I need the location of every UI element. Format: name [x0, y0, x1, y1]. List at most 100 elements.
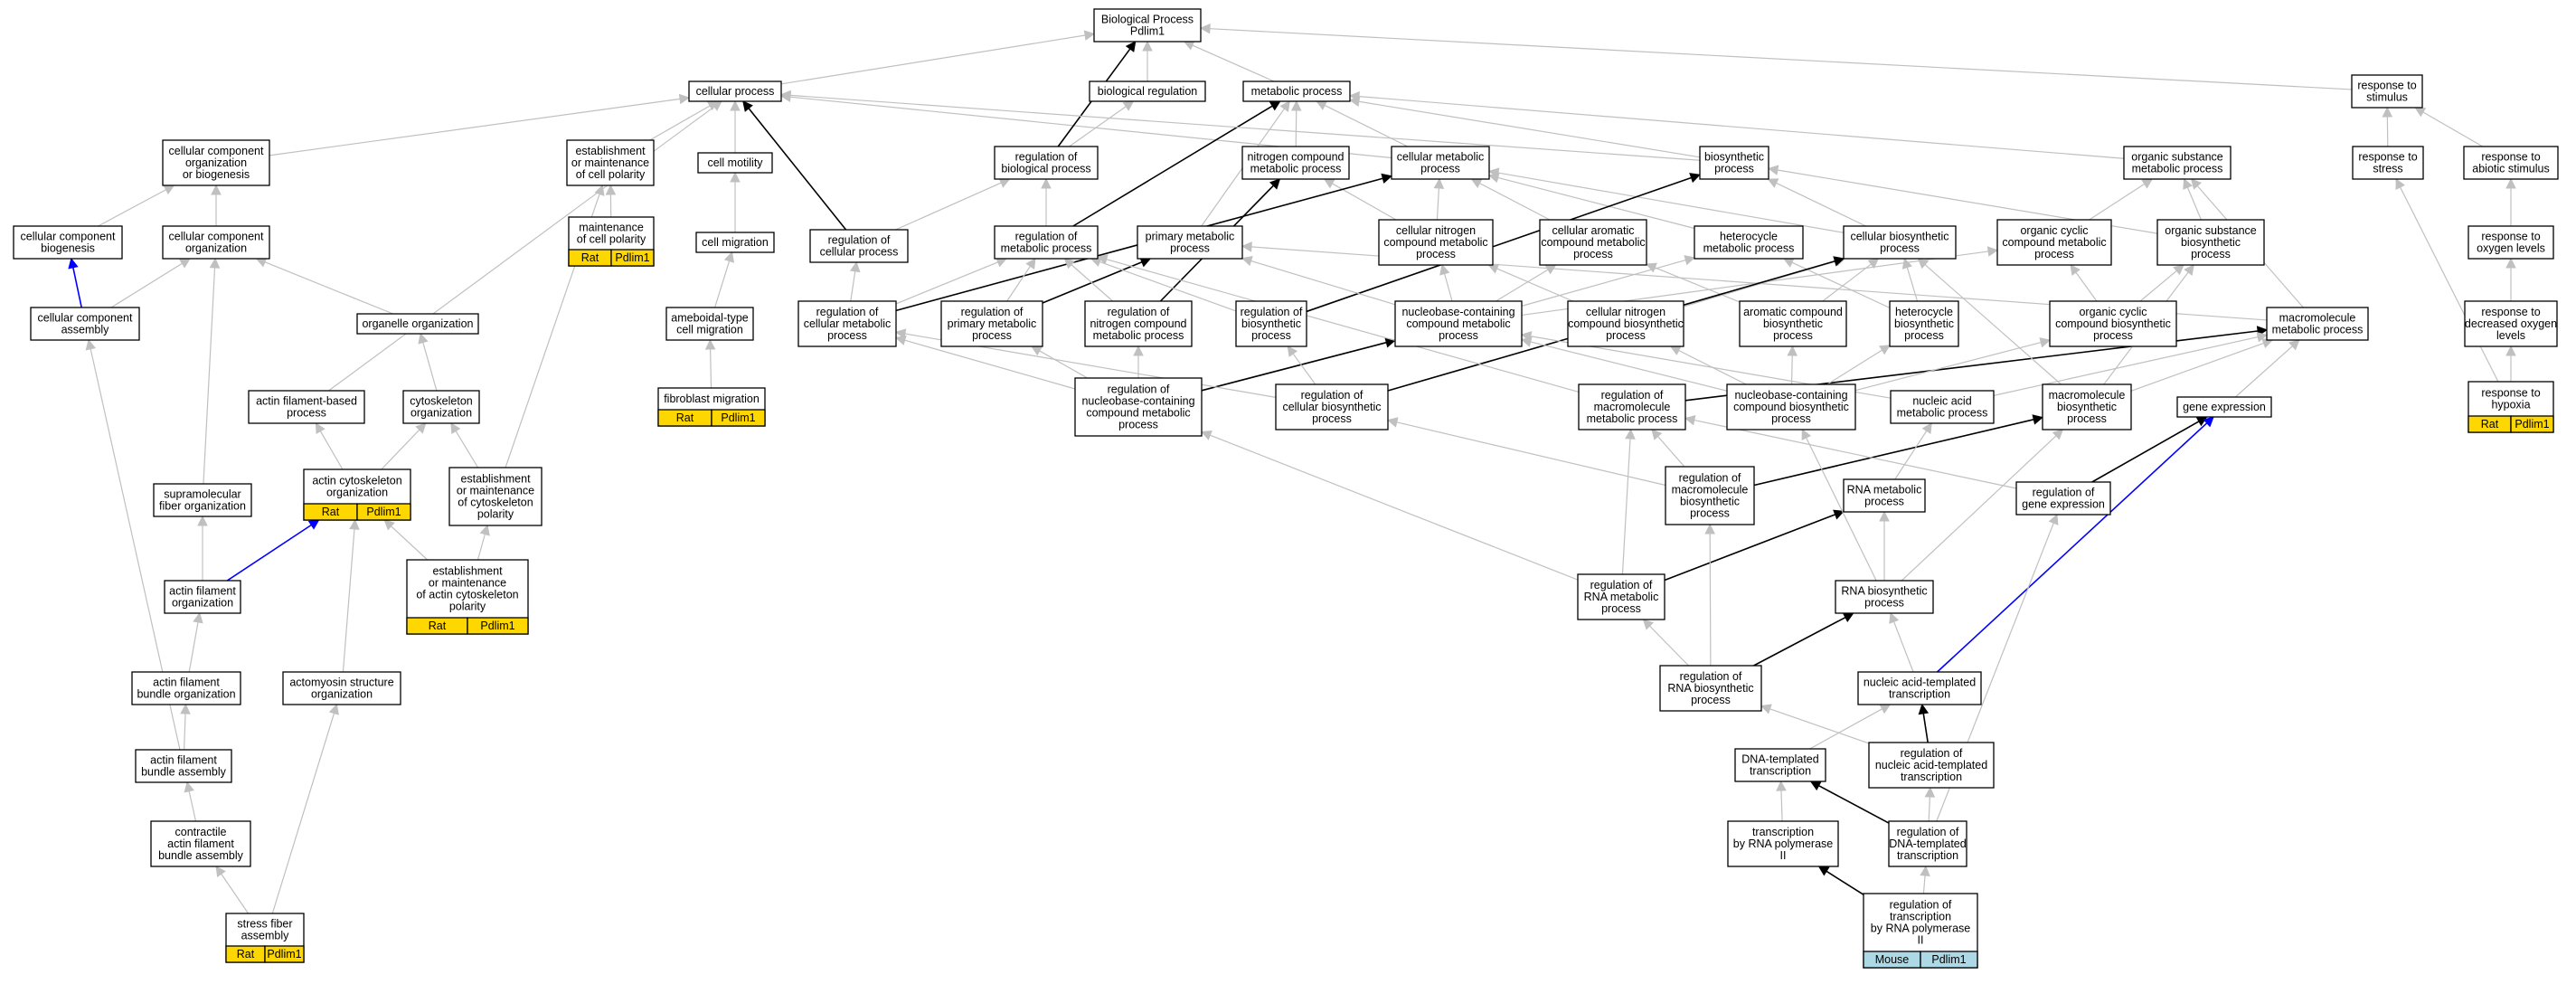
node-box: [1093, 8, 1202, 43]
edge-rmbp-to-rcbp: [1396, 421, 1666, 487]
node-box: [162, 225, 270, 260]
node-label-line: biosynthetic: [1763, 317, 1823, 330]
go-term-node-gexp[interactable]: gene expression: [2176, 396, 2272, 418]
node-label-line: cellular process: [820, 246, 899, 259]
node-label-line: cellular process: [696, 85, 775, 98]
node-label-line: process: [1771, 412, 1811, 425]
go-term-node-cmig[interactable]: cell migration: [695, 232, 775, 253]
go-term-node-oo[interactable]: organelle organization: [356, 313, 479, 335]
arrowhead-cmot-to-cp: [730, 99, 741, 111]
node-label-line: regulation of: [1601, 389, 1664, 402]
node-label-line: regulation of: [816, 306, 879, 318]
go-term-node-mp[interactable]: metabolic process: [1242, 80, 1351, 102]
go-term-node-rnbcmp[interactable]: regulation ofnucleobase-containingcompou…: [1074, 377, 1203, 437]
arrowhead-csko-to-oo: [418, 332, 429, 345]
go-term-node-rmbp[interactable]: regulation ofmacromoleculebiosyntheticpr…: [1665, 466, 1755, 525]
node-box: [1726, 383, 1856, 430]
node-label-line: process: [972, 329, 1012, 342]
arrowhead-cmig-to-cmot: [730, 171, 741, 183]
edge-rrnabp-to-rrnamp: [1649, 625, 1689, 667]
go-term-node-bioreg[interactable]: biological regulation: [1089, 80, 1206, 102]
node-label-line: metabolic process: [1587, 412, 1678, 425]
node-label-line: gene expression: [2022, 498, 2105, 511]
node-label-line: assembly: [241, 930, 290, 942]
go-term-node-cmot[interactable]: cell motility: [697, 152, 773, 174]
node-label-line: of actin cytoskeleton: [416, 589, 518, 601]
edge-rts-to-root: [1209, 28, 2353, 90]
edge-rcp-to-rbp: [895, 182, 1002, 231]
go-term-node-cp[interactable]: cellular process: [688, 80, 782, 102]
arrowhead-cbp-to-bsp: [1767, 178, 1779, 188]
node-label-line: heterocycle: [1895, 306, 1953, 318]
edge-rmbp-to-mbp: [1753, 419, 2034, 487]
